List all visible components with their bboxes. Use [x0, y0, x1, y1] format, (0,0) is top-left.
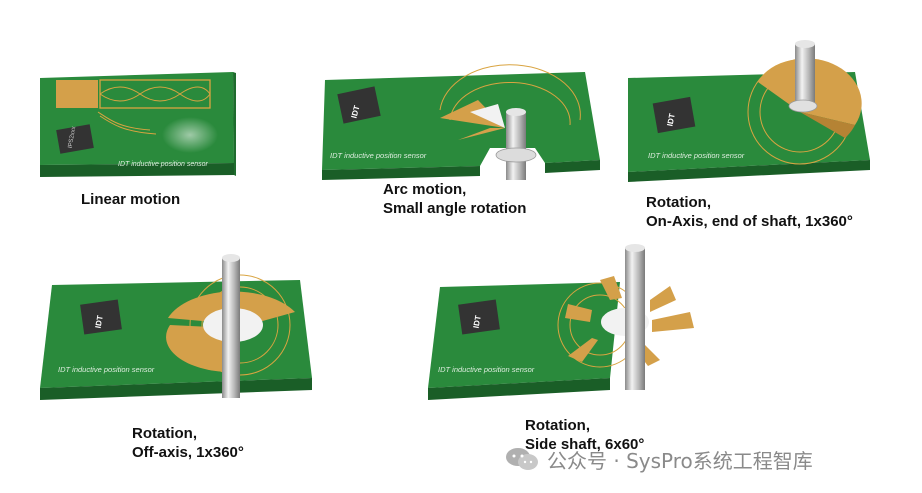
arc-target-sector — [440, 100, 505, 128]
onaxis-shaft — [795, 44, 815, 106]
caption-offaxis: Rotation, Off-axis, 1x360° — [132, 425, 244, 461]
pcb-arc: IDT IDT inductive position sensor — [322, 64, 600, 180]
pcb-label-linear: IDT inductive position sensor — [118, 161, 209, 168]
chip-linear — [56, 124, 94, 154]
chip-offaxis — [80, 299, 122, 335]
pcb-offaxis: IDT IDT inductive position sensor — [40, 254, 312, 400]
arc-shaft-collar — [495, 147, 537, 163]
linear-copper-pad — [56, 80, 98, 108]
linear-coil-waves — [99, 86, 211, 102]
chip-label-linear: IPS2xxx — [68, 126, 78, 149]
pcb-sideshaft: IDT IDT inductive position sensor — [428, 244, 694, 400]
caption-arc: Arc motion, Small angle rotation — [383, 181, 527, 217]
pcb-label-onaxis: IDT inductive position sensor — [648, 151, 745, 160]
chip-brand-offaxis: IDT — [94, 315, 105, 329]
arc-shaft — [506, 112, 526, 180]
chip-brand-onaxis: IDT — [665, 112, 677, 127]
pcb-linear: IPS2xxx IDT inductive position sensor — [40, 72, 236, 177]
chip-brand-sideshaft: IDT — [472, 315, 483, 329]
pcb-label-offaxis: IDT inductive position sensor — [58, 365, 155, 374]
offaxis-shaft — [222, 258, 240, 398]
sideshaft-shaft — [625, 248, 645, 390]
pcb-onaxis: IDT IDT inductive position sensor — [628, 40, 870, 182]
watermark: 公众号 · SysPro系统工程智库 — [505, 447, 813, 473]
pcb-label-sideshaft: IDT inductive position sensor — [438, 365, 535, 374]
pcb-label-arc: IDT inductive position sensor — [330, 151, 427, 160]
chip-sideshaft — [458, 299, 500, 335]
caption-onaxis: Rotation, On-Axis, end of shaft, 1x360° — [646, 194, 853, 230]
chip-arc — [337, 86, 381, 124]
chip-brand-arc: IDT — [350, 104, 362, 119]
wechat-icon — [506, 448, 538, 470]
watermark-text: 公众号 · SysPro系统工程智库 — [547, 448, 813, 473]
onaxis-collar — [788, 99, 818, 113]
chip-onaxis — [652, 96, 696, 134]
caption-linear: Linear motion — [81, 191, 181, 208]
caption-sideshaft: Rotation, Side shaft, 6x60° — [525, 417, 645, 453]
